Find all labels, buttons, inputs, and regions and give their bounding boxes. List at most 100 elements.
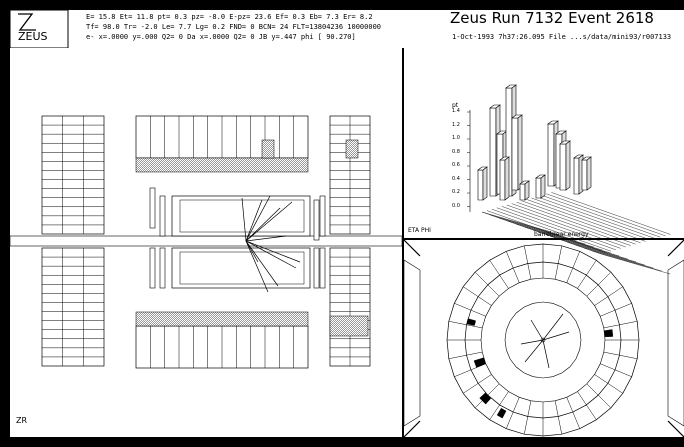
- lego-bar-5: [499, 159, 506, 201]
- lego-bar-12: [519, 183, 526, 201]
- lego-tick-label: 0.4: [452, 175, 460, 182]
- bcal-hit-hatch: [261, 139, 273, 151]
- fcal-hit-2-hatch: [349, 317, 369, 337]
- zr-track-5: [245, 235, 287, 242]
- bcal-bottom-hatch-hatch: [253, 311, 269, 327]
- lego-tick-label: 1.4: [452, 108, 460, 114]
- lego-grid-line: [490, 214, 560, 236]
- lego-grid-line: [511, 203, 631, 246]
- bcal-bottom-hatch-hatch: [251, 311, 267, 327]
- side-bar-top-1: [159, 195, 166, 237]
- fcal-hit-2-hatch: [351, 319, 369, 337]
- bcal-bottom-hatch-hatch: [295, 313, 309, 327]
- xy-cell-divider: [554, 245, 562, 280]
- bcal-top-hatch-hatch: [135, 157, 141, 163]
- bcal-bottom-hatch-hatch: [283, 311, 299, 327]
- bcal-top-hatch-hatch: [241, 157, 257, 173]
- bcal-top-hatch-hatch: [173, 157, 189, 173]
- bcal-top-hatch-hatch: [207, 157, 223, 173]
- lego-grid-line: [541, 232, 611, 254]
- bcal-hit-hatch: [271, 155, 275, 159]
- lego-grid-line: [515, 223, 586, 245]
- bcal-bottom-hatch-hatch: [225, 311, 241, 327]
- xy-cell-divider: [489, 260, 509, 289]
- bcal-bottom-hatch-hatch: [155, 311, 171, 327]
- xy-cell-divider: [448, 321, 483, 329]
- bcal-top-hatch-hatch: [171, 157, 187, 173]
- bcal-top-hatch-hatch: [181, 157, 197, 173]
- fcal-hit-2-hatch: [357, 325, 369, 337]
- bcal-top-hatch-hatch: [161, 157, 177, 173]
- lego-bar-0: [489, 107, 497, 197]
- bcal-top-hatch-hatch: [271, 157, 287, 173]
- xy-hit-left-2: [466, 318, 476, 326]
- bcal-top-hatch-hatch: [209, 157, 225, 173]
- bcal-bottom-hatch-hatch: [183, 311, 199, 327]
- bcal-top-hatch-hatch: [251, 157, 267, 173]
- zr-view-label: ZR: [16, 416, 28, 425]
- bcal-hit-hatch: [261, 143, 275, 157]
- fcal-hit-2-hatch: [329, 315, 347, 333]
- bcal-bottom-hatch-hatch: [277, 311, 293, 327]
- bcal-bottom-hatch-hatch: [201, 311, 217, 327]
- fcal-hit-2-hatch: [329, 315, 339, 325]
- bcal-top-hatch-hatch: [247, 157, 263, 173]
- side-bar-top-0: [149, 187, 156, 229]
- bcal-top-hatch-hatch: [255, 157, 271, 173]
- bcal-top-hatch-hatch: [295, 159, 309, 173]
- bcal-hit-hatch: [261, 139, 267, 145]
- bcal-bottom-hatch-hatch: [279, 311, 295, 327]
- corner-br: [667, 420, 684, 438]
- lego-grid-line: [491, 209, 611, 252]
- lego-grid-line: [507, 220, 577, 242]
- bcal-top-hatch-hatch: [185, 157, 201, 173]
- bcal-bottom-hatch-hatch: [241, 311, 257, 327]
- zr-track-6: [245, 240, 297, 269]
- lego-grid-line: [498, 217, 569, 239]
- bcal-top-hatch-hatch: [159, 157, 175, 173]
- bcal-bottom-hatch-hatch: [219, 311, 235, 327]
- bcal-top-hatch-hatch: [253, 157, 269, 173]
- bcal-top-hatch-hatch: [143, 157, 159, 173]
- fcal-hit-2-hatch: [347, 315, 369, 337]
- bcal-top-hatch-hatch: [179, 157, 195, 173]
- run-event-title: Zeus Run 7132 Event 2618: [450, 9, 654, 27]
- bcal-bottom-hatch-hatch: [209, 311, 225, 327]
- bcal-top-hatch-hatch: [225, 157, 241, 173]
- bcal-top-hatch-hatch: [305, 169, 309, 173]
- lego-grid-line: [575, 244, 645, 266]
- bcal-bottom-hatch-hatch: [179, 311, 195, 327]
- bcal-bottom-hatch-hatch: [193, 311, 209, 327]
- bcal-top-hatch-hatch: [167, 157, 183, 173]
- bcal-hit-hatch: [267, 151, 275, 159]
- fcal-hit-1: [345, 139, 359, 159]
- bcal-bottom-hatch-hatch: [281, 311, 297, 327]
- bcal-bottom-hatch-hatch: [287, 311, 303, 327]
- lego-grid-line: [521, 200, 641, 243]
- bcal-top-hatch-hatch: [297, 161, 309, 173]
- xy-cell-divider: [463, 286, 492, 306]
- xy-track-2: [542, 331, 570, 341]
- zr-track-4: [241, 197, 247, 242]
- lego-grid-line: [549, 235, 620, 257]
- bcal-bottom-hatch-hatch: [171, 311, 187, 327]
- bcal-bottom-hatch-hatch: [213, 311, 229, 327]
- bcal-top-hatch-hatch: [213, 157, 229, 173]
- side-bar-top-3: [319, 195, 326, 237]
- corner-bl: [403, 420, 421, 438]
- bcal-hit-hatch: [261, 141, 275, 155]
- header-kinematics-line: e- x=.0000 y=.000 Q2= 0 Da x=.0000 Q2= 0…: [86, 33, 356, 41]
- lego-bar-9: [573, 157, 580, 195]
- fcal-hit-2-hatch: [329, 315, 345, 331]
- lego-grid-line: [524, 226, 594, 248]
- zr-track-8: [245, 240, 279, 287]
- bcal-top-hatch-hatch: [137, 157, 153, 173]
- bcal-bottom-hatch-hatch: [175, 311, 191, 327]
- xy-cell-divider: [506, 251, 520, 283]
- xy-vertex: [540, 337, 546, 343]
- bcal-top-hatch-hatch: [259, 157, 275, 173]
- cdt-bottom: [171, 247, 311, 289]
- bcal-bottom-hatch-hatch: [199, 311, 215, 327]
